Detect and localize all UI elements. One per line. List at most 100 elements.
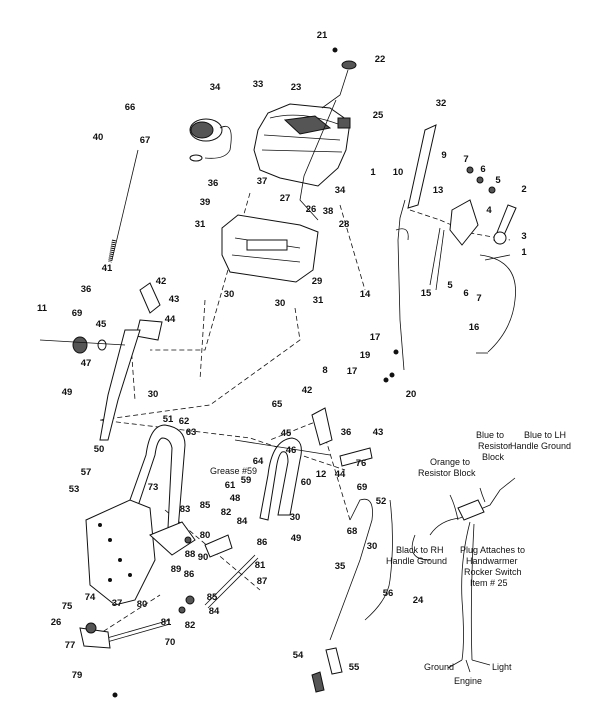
callout-59: 59 (241, 475, 252, 486)
callout-82: 82 (185, 620, 196, 631)
callout-80: 80 (137, 599, 148, 610)
callout-74: 74 (85, 592, 96, 603)
callout-56: 56 (383, 588, 394, 599)
label-engine: Engine (454, 676, 482, 686)
callout-1: 1 (521, 247, 527, 258)
callout-9: 9 (441, 150, 446, 161)
callout-36: 36 (341, 427, 352, 438)
callout-85: 85 (200, 500, 211, 511)
wiring-harness (411, 477, 516, 673)
control-cable (383, 199, 409, 383)
callout-63: 63 (186, 427, 197, 438)
mount-bracket (221, 214, 319, 283)
callout-84: 84 (237, 516, 248, 527)
callout-42: 42 (302, 385, 313, 396)
callout-13: 13 (433, 185, 444, 196)
right-lever (407, 124, 517, 354)
callout-11: 11 (37, 303, 48, 314)
callout-50: 50 (94, 444, 105, 455)
callout-51: 51 (163, 414, 174, 425)
right-handle (234, 407, 373, 521)
callout-3: 3 (521, 231, 526, 242)
housing-plate (85, 499, 156, 606)
callout-60: 60 (301, 477, 312, 488)
callout-36: 36 (208, 178, 219, 189)
shift-linkage (79, 554, 259, 698)
callout-14: 14 (360, 289, 371, 300)
label-orange: Orange to Resistor Block (418, 457, 476, 478)
callout-39: 39 (200, 197, 211, 208)
callout-65: 65 (272, 399, 283, 410)
grease-note: Grease #59 (210, 466, 257, 476)
callout-16: 16 (469, 322, 480, 333)
callout-87: 87 (257, 576, 268, 587)
callout-6: 6 (480, 164, 485, 175)
callout-79: 79 (72, 670, 83, 681)
callout-89: 89 (171, 564, 182, 575)
callout-31: 31 (195, 219, 206, 230)
label-black-rh: Black to RH Handle Ground (386, 545, 447, 566)
callout-25: 25 (373, 110, 384, 121)
callout-52: 52 (376, 496, 387, 507)
callout-15: 15 (421, 288, 432, 299)
chute-cable (108, 149, 139, 263)
callout-30: 30 (367, 541, 378, 552)
callout-8: 8 (322, 365, 327, 376)
callout-30: 30 (275, 298, 286, 309)
callout-27: 27 (280, 193, 291, 204)
throttle-rod (299, 47, 357, 221)
callout-44: 44 (165, 314, 176, 325)
callout-40: 40 (93, 132, 104, 143)
callout-44: 44 (335, 469, 346, 480)
callout-54: 54 (293, 650, 304, 661)
callout-36: 36 (81, 284, 92, 295)
callout-29: 29 (312, 276, 323, 287)
callout-90: 90 (198, 552, 209, 563)
callout-53: 53 (69, 484, 80, 495)
callout-48: 48 (230, 493, 241, 504)
lower-cables (311, 498, 393, 693)
callout-26: 26 (306, 204, 317, 215)
callout-49: 49 (62, 387, 73, 398)
callout-45: 45 (96, 319, 107, 330)
label-plug: Plug Attaches to Handwarmer Rocker Switc… (460, 545, 528, 588)
callout-47: 47 (81, 358, 92, 369)
callout-34: 34 (335, 185, 346, 196)
callout-21: 21 (317, 30, 328, 41)
callout-62: 62 (179, 416, 190, 427)
callout-66: 66 (125, 102, 136, 113)
callout-61: 61 (225, 480, 236, 491)
label-light: Light (492, 662, 512, 672)
callout-69: 69 (357, 482, 368, 493)
callout-80: 80 (200, 530, 211, 541)
callout-69: 69 (72, 308, 83, 319)
callout-10: 10 (393, 167, 404, 178)
callout-55: 55 (349, 662, 360, 673)
callout-73: 73 (148, 482, 159, 493)
callout-31: 31 (313, 295, 324, 306)
dash-panel (253, 103, 351, 187)
callout-43: 43 (169, 294, 180, 305)
callout-70: 70 (165, 637, 176, 648)
callout-23: 23 (291, 82, 302, 93)
callout-37: 37 (257, 176, 268, 187)
callout-81: 81 (255, 560, 266, 571)
label-ground: Ground (424, 662, 454, 672)
left-handle (39, 282, 163, 441)
label-blue-resistor: Blue to Resistor Block (476, 430, 514, 462)
callout-17: 17 (370, 332, 381, 343)
callout-35: 35 (335, 561, 346, 572)
callout-46: 46 (286, 445, 297, 456)
callout-42: 42 (156, 276, 167, 287)
callout-5: 5 (495, 175, 501, 186)
callout-81: 81 (161, 617, 172, 628)
callout-68: 68 (347, 526, 358, 537)
callout-86: 86 (257, 537, 268, 548)
callout-33: 33 (253, 79, 264, 90)
callout-84: 84 (209, 606, 220, 617)
callout-38: 38 (323, 206, 334, 217)
callout-32: 32 (436, 98, 447, 109)
callout-43: 43 (373, 427, 384, 438)
